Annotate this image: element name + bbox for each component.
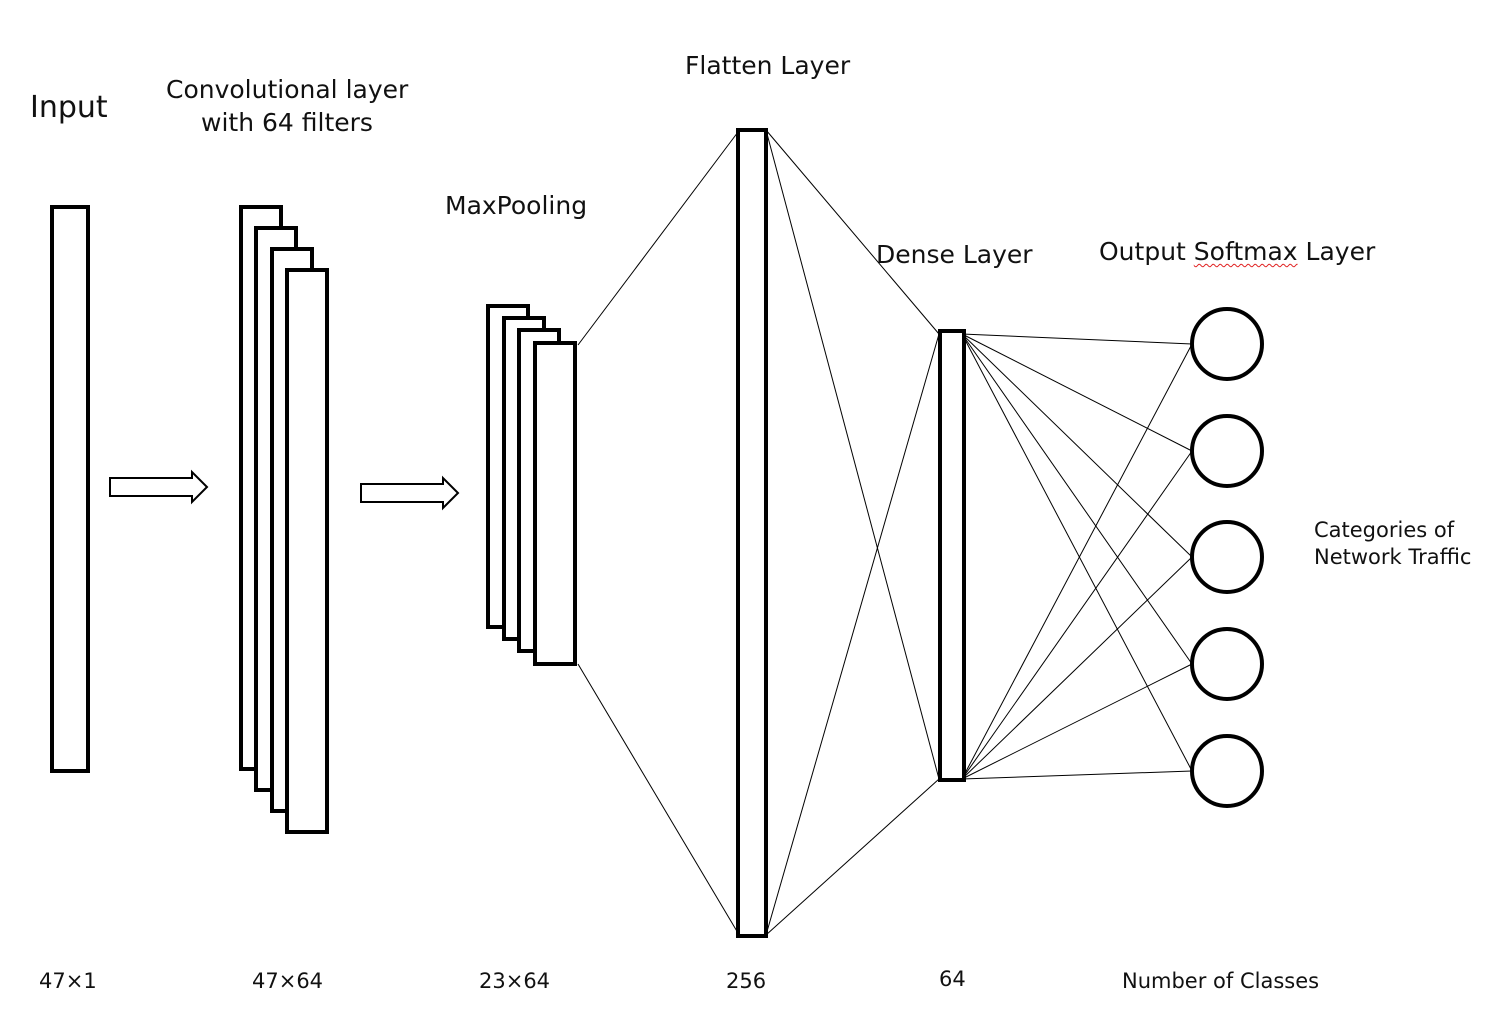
arrow-shape [360, 475, 460, 511]
arrow-shape [109, 469, 209, 505]
conv-filter-4 [285, 268, 329, 834]
connection-line [961, 333, 1193, 665]
connection-line [961, 333, 1193, 345]
output-node [1190, 627, 1264, 701]
connection-line [765, 333, 940, 936]
conv-layer-label: Convolutional layer with 64 filters [166, 74, 408, 139]
dense-dimension: 64 [939, 967, 966, 991]
output-label-suffix: Layer [1297, 237, 1376, 266]
dense-layer-rect [938, 329, 966, 782]
arrow-input-to-conv [109, 469, 209, 505]
input-layer [50, 205, 90, 773]
input-dimension: 47×1 [39, 969, 97, 993]
maxpool-layer-stack [486, 304, 577, 666]
flatten-dimension: 256 [726, 969, 767, 993]
output-node [1190, 307, 1264, 381]
output-label-prefix: Output [1099, 237, 1194, 266]
output-node [1190, 734, 1264, 808]
output-nodes [1190, 307, 1264, 808]
connection-line [577, 663, 739, 934]
flatten-layer [736, 128, 768, 938]
connection-line [961, 333, 1193, 452]
conv-layer-stack [239, 205, 329, 834]
maxpool-dimension: 23×64 [479, 969, 551, 993]
pool-to-flatten-connections [577, 131, 739, 934]
connection-line [961, 343, 1193, 780]
output-node [1190, 520, 1264, 594]
categories-label: Categories of Network Traffic [1314, 517, 1471, 572]
dense-layer-label: Dense Layer [876, 240, 1033, 269]
connection-line [765, 778, 940, 936]
connection-line [961, 333, 1193, 558]
flatten-layer-rect [736, 128, 768, 938]
input-layer-rect [50, 205, 90, 773]
maxpooling-label: MaxPooling [445, 191, 588, 220]
connection-line [961, 450, 1193, 780]
input-label: Input [30, 90, 108, 125]
flatten-layer-label: Flatten Layer [685, 51, 851, 80]
arrow-conv-to-pool [360, 475, 460, 511]
connection-line [961, 663, 1193, 780]
connection-line [961, 556, 1193, 780]
connection-line [961, 333, 1193, 772]
output-dimension: Number of Classes [1122, 969, 1320, 993]
conv-dimension: 47×64 [252, 969, 324, 993]
dense-to-output-connections [961, 333, 1193, 780]
connection-line [765, 129, 940, 335]
output-label-softmax: Softmax [1193, 237, 1298, 266]
connection-line [577, 131, 739, 346]
categories-line-2: Network Traffic [1314, 545, 1472, 570]
connection-line [961, 770, 1193, 780]
dense-layer [938, 329, 966, 782]
conv-label-line-1: Convolutional layer [166, 75, 409, 104]
output-layer-label: Output Softmax Layer [1099, 236, 1375, 269]
flatten-to-dense-connections [765, 129, 940, 936]
categories-line-1: Categories of [1314, 518, 1455, 542]
conv-label-line-2: with 64 filters [201, 107, 373, 137]
output-node [1190, 414, 1264, 488]
pool-map-4 [533, 341, 577, 666]
connection-line [765, 129, 940, 780]
